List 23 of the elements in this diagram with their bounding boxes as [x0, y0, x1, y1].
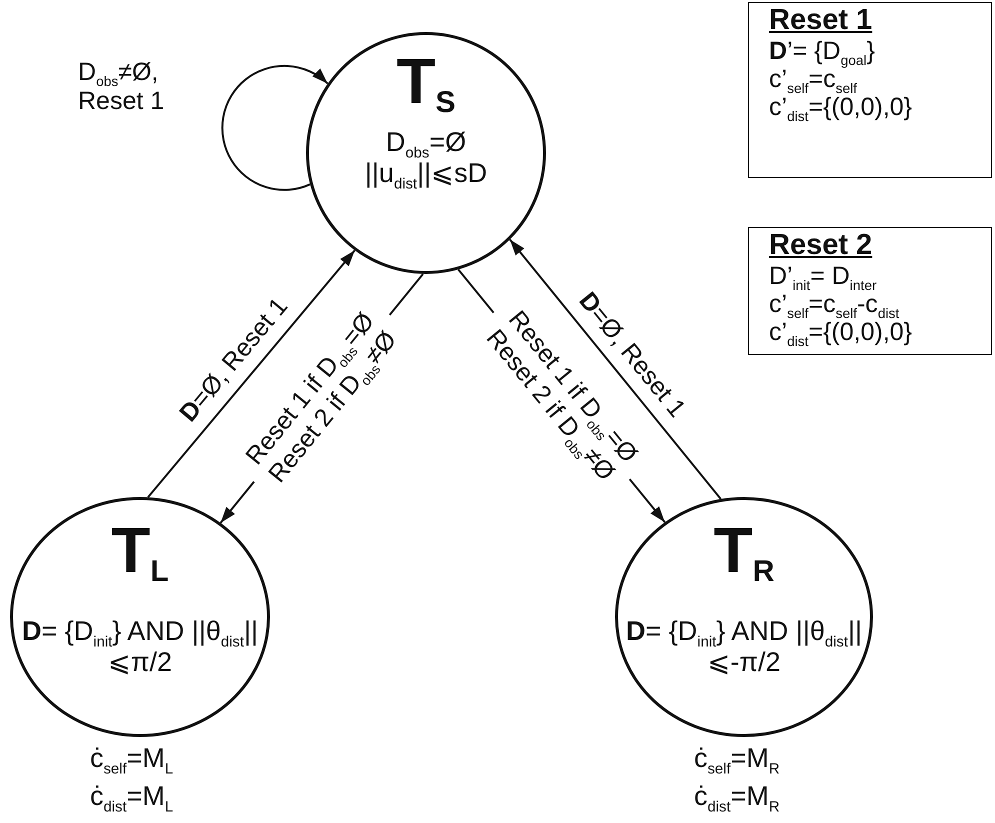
reset-equation: c’$_{dist}$={(0,0),0} [769, 92, 914, 121]
box-heading: Reset 1 [769, 5, 874, 37]
reset-box [748, 227, 992, 355]
edge-label: D$_{obs}$≠Ø, Reset 1 [78, 58, 166, 116]
state-condition: ||u$_{dist}$||⩽sD [364, 158, 488, 190]
dynamics-equation: ċ$_{dist}$=M$_{L}$ [90, 780, 174, 812]
state-name: T$_{L}$ [111, 518, 169, 582]
state-condition: D= {D$_{init}$} AND ||θ$_{dist}$||⩽-π/2 [625, 616, 863, 678]
state-condition: D$_{obs}$=Ø [386, 127, 466, 158]
reset-equation: c’$_{self}$=c$_{self}$-c$_{dist}$ [769, 290, 900, 318]
dynamics-equation: ċ$_{dist}$=M$_{R}$ [694, 780, 780, 812]
transition-arrow [221, 64, 328, 191]
reset-equation: D’$_{init}$= D$_{inter}$ [769, 262, 878, 290]
dynamics-equation: ċ$_{self}$=M$_{R}$ [694, 742, 780, 774]
box-heading: Reset 2 [769, 230, 874, 262]
state-name: T$_{S}$ [396, 49, 456, 113]
transition-arrow [147, 250, 356, 498]
dynamics-equation: ċ$_{self}$=M$_{L}$ [90, 742, 174, 774]
state-name: T$_{R}$ [714, 518, 774, 582]
reset-box [748, 2, 992, 178]
state-condition: D= {D$_{init}$} AND ||θ$_{dist}$||⩽π/2 [20, 616, 259, 678]
transition-arrow [509, 238, 722, 500]
reset-equation: c’$_{dist}$={(0,0),0} [769, 318, 914, 346]
